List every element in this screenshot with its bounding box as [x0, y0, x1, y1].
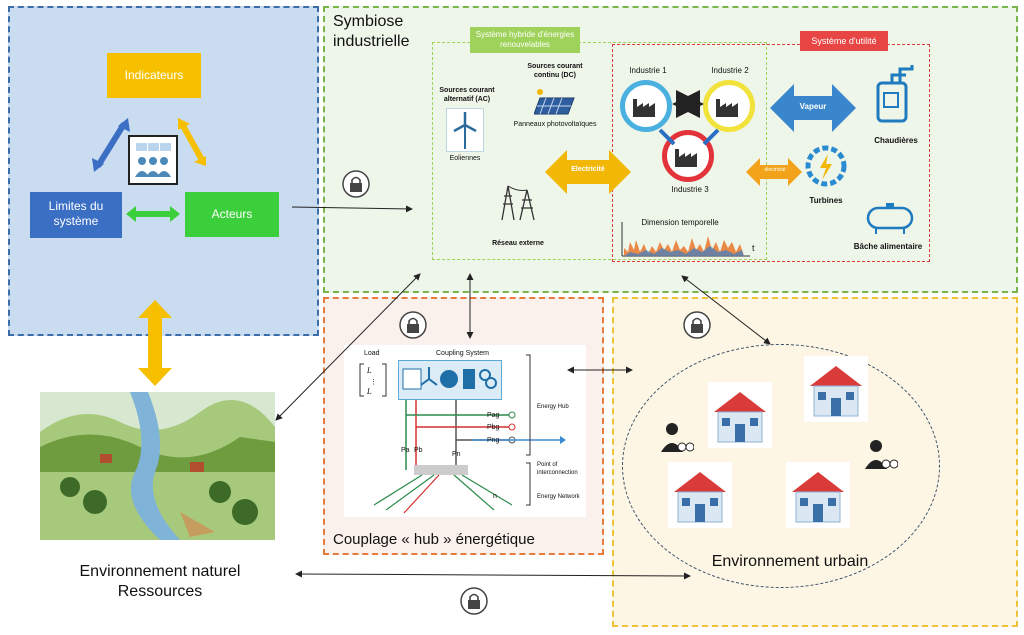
industry1-icon[interactable] [620, 80, 672, 132]
hub-pa-label: Pa [401, 447, 410, 454]
symbiosis-title-2: industrielle [333, 33, 410, 50]
consumer-person-icon-1 [658, 420, 695, 456]
indicators-box[interactable]: Indicateurs [107, 53, 201, 98]
hybrid-energy-box [432, 42, 767, 260]
time-series-sparkline [620, 222, 760, 258]
industry2-label: Industrie 2 [711, 66, 749, 75]
hub-pbg-label: Pbg [487, 424, 500, 431]
feed-tank-label: Bâche alimentaire [853, 242, 923, 251]
steam-label: Vapeur [799, 102, 827, 111]
house-icon-2 [804, 356, 868, 422]
boiler-icon [872, 63, 918, 129]
hub-png-label: Png [487, 437, 500, 444]
dc-sources-label: Sources courant continu (DC) [527, 63, 583, 79]
feed-tank-icon [862, 200, 918, 236]
house-icon-1 [708, 382, 772, 448]
hub-pn-label: Pn [452, 451, 461, 458]
hub-energy-hub-label: Energy Hub [537, 404, 569, 410]
utility-system-title: Système d'utilité [800, 31, 888, 51]
steam-arrow [770, 84, 856, 132]
time-dimension-label: Dimension temporelle [641, 218, 719, 227]
wind-label: Eoliennes [449, 155, 481, 162]
industry2-icon[interactable] [703, 80, 755, 132]
solar-panel-icon [533, 88, 578, 118]
house-icon-3 [668, 462, 732, 528]
house-icon-4 [786, 462, 850, 528]
turbines-label: Turbines [809, 196, 843, 205]
hub-title: Couplage « hub » énergétique [333, 531, 535, 548]
natural-landscape-illustration [40, 392, 275, 540]
lock-icon-1 [342, 170, 370, 198]
hub-pb-label: Pb [414, 447, 423, 454]
pv-panels-label: Panneaux photovoltaïques [513, 121, 597, 128]
utility-system-box [612, 44, 930, 262]
natural-env-label-1: Environnement naturel [79, 563, 241, 580]
stakeholders-icon [128, 135, 178, 185]
actors-box[interactable]: Acteurs [185, 192, 279, 237]
hub-coupling-label: Coupling System [436, 350, 489, 357]
urban-env-title: Environnement urbain [711, 553, 869, 570]
electricity-arrow [545, 150, 631, 194]
urban-boundary-ellipse [622, 344, 940, 588]
hub-network-label: Energy Network [537, 494, 580, 500]
grid-tower-icon [494, 182, 540, 222]
wind-turbine-icon [446, 108, 484, 152]
system-limits-box[interactable]: Limites du système [30, 192, 122, 238]
industry1-label: Industrie 1 [629, 66, 667, 75]
natural-env-label-2: Ressources [117, 583, 203, 600]
boilers-label: Chaudières [874, 136, 918, 145]
electricity-small-arrow [746, 158, 802, 186]
hybrid-system-title: Système hybride d'énergies renouvelables [470, 27, 580, 53]
ac-sources-label: Sources courant alternatif (AC) [439, 87, 495, 103]
electricity-label: Electricité [571, 166, 605, 173]
turbine-icon [800, 140, 852, 192]
hub-poi-label: Point of interconnection [537, 462, 578, 476]
consumer-person-icon-2 [862, 437, 899, 473]
hub-pag-label: Pag [487, 412, 500, 419]
external-grid-label: Réseau externe [492, 240, 544, 247]
electricity-small-label: électricité [764, 167, 786, 173]
symbiosis-title-1: Symbiose [333, 13, 404, 30]
time-axis-label: t [752, 243, 755, 253]
lock-icon-4 [460, 587, 488, 615]
industry3-label: Industrie 3 [671, 185, 709, 194]
hub-n-label: n [493, 493, 497, 500]
